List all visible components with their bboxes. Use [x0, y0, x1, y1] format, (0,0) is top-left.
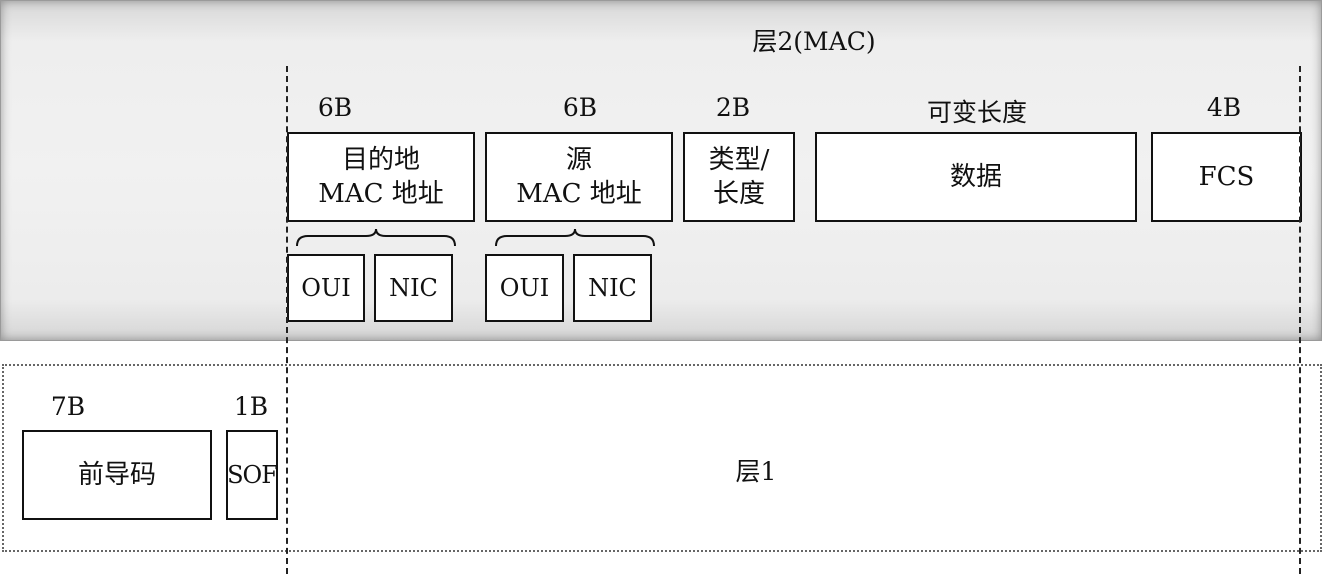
- src-mac-line1: 源: [565, 145, 592, 175]
- data-field-label: 数据: [949, 162, 1002, 192]
- fcs-field: FCS: [1151, 132, 1302, 222]
- preamble-label: 前导码: [77, 460, 156, 490]
- dest-oui-label: OUI: [301, 274, 351, 302]
- sof-field: SOF: [226, 430, 278, 520]
- layer1-panel: [2, 364, 1322, 552]
- fcs-field-label: FCS: [1198, 162, 1255, 192]
- layer2-title: 层2(MAC): [752, 27, 876, 56]
- src-mac-line2: MAC 地址: [516, 179, 642, 209]
- dest-mac-field: 目的地 MAC 地址: [287, 132, 475, 222]
- dest-oui-field: OUI: [287, 254, 365, 322]
- type-length-field: 类型/ 长度: [683, 132, 795, 222]
- src-brace: [495, 228, 655, 247]
- left-boundary-line: [286, 66, 288, 574]
- dest-size-label: 6B: [317, 93, 353, 122]
- layer1-title: 层1: [735, 457, 777, 486]
- sof-size-label: 1B: [233, 392, 269, 421]
- preamble-size-label: 7B: [50, 392, 86, 421]
- dest-nic-label: NIC: [389, 274, 438, 302]
- type-length-line2: 长度: [712, 179, 765, 209]
- data-size-label: 可变长度: [926, 98, 1028, 127]
- dest-brace: [296, 228, 456, 247]
- dest-mac-line2: MAC 地址: [318, 179, 444, 209]
- src-mac-field: 源 MAC 地址: [485, 132, 673, 222]
- sof-label: SOF: [227, 461, 278, 489]
- fcs-size-label: 4B: [1206, 93, 1242, 122]
- type-length-line1: 类型/: [708, 145, 770, 175]
- preamble-field: 前导码: [22, 430, 212, 520]
- src-size-label: 6B: [562, 93, 598, 122]
- data-field: 数据: [815, 132, 1137, 222]
- src-nic-label: NIC: [588, 274, 637, 302]
- src-oui-field: OUI: [485, 254, 564, 322]
- src-oui-label: OUI: [499, 274, 550, 302]
- type-size-label: 2B: [715, 93, 751, 122]
- dest-nic-field: NIC: [374, 254, 453, 322]
- src-nic-field: NIC: [573, 254, 652, 322]
- right-boundary-line: [1299, 66, 1301, 574]
- dest-mac-line1: 目的地: [341, 145, 420, 175]
